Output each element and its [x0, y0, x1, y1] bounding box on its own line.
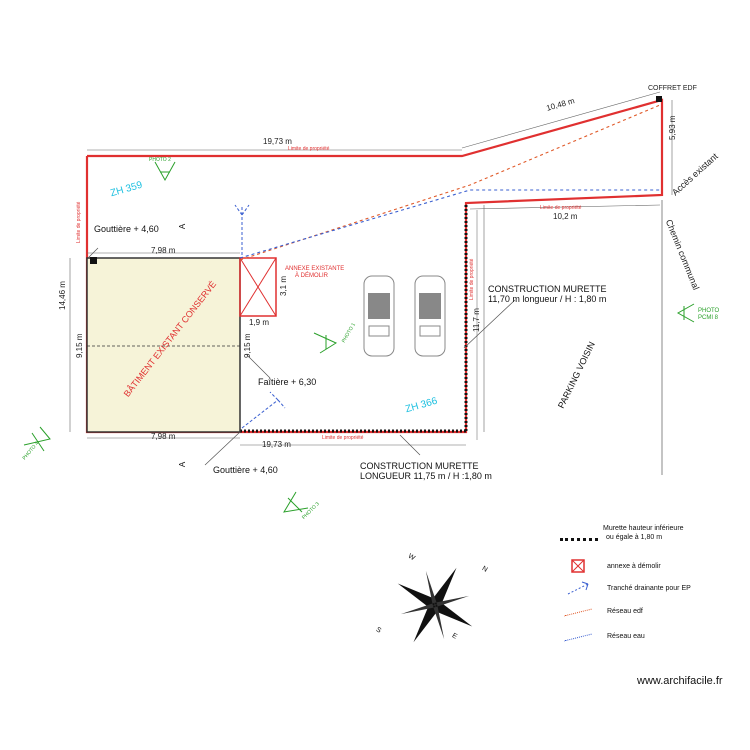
annex-cross-2 — [239, 257, 277, 317]
leader-lines — [87, 247, 516, 466]
car-1 — [363, 275, 395, 357]
existing-building — [86, 257, 241, 433]
drainage-trench-bottom — [241, 391, 286, 429]
corner-marker — [90, 257, 97, 264]
water-network — [239, 189, 660, 259]
drainage-trench-top — [234, 204, 250, 255]
dimension-lines — [69, 91, 673, 446]
car-2 — [414, 275, 446, 357]
annex-box — [239, 257, 277, 317]
edf-network — [239, 104, 661, 261]
